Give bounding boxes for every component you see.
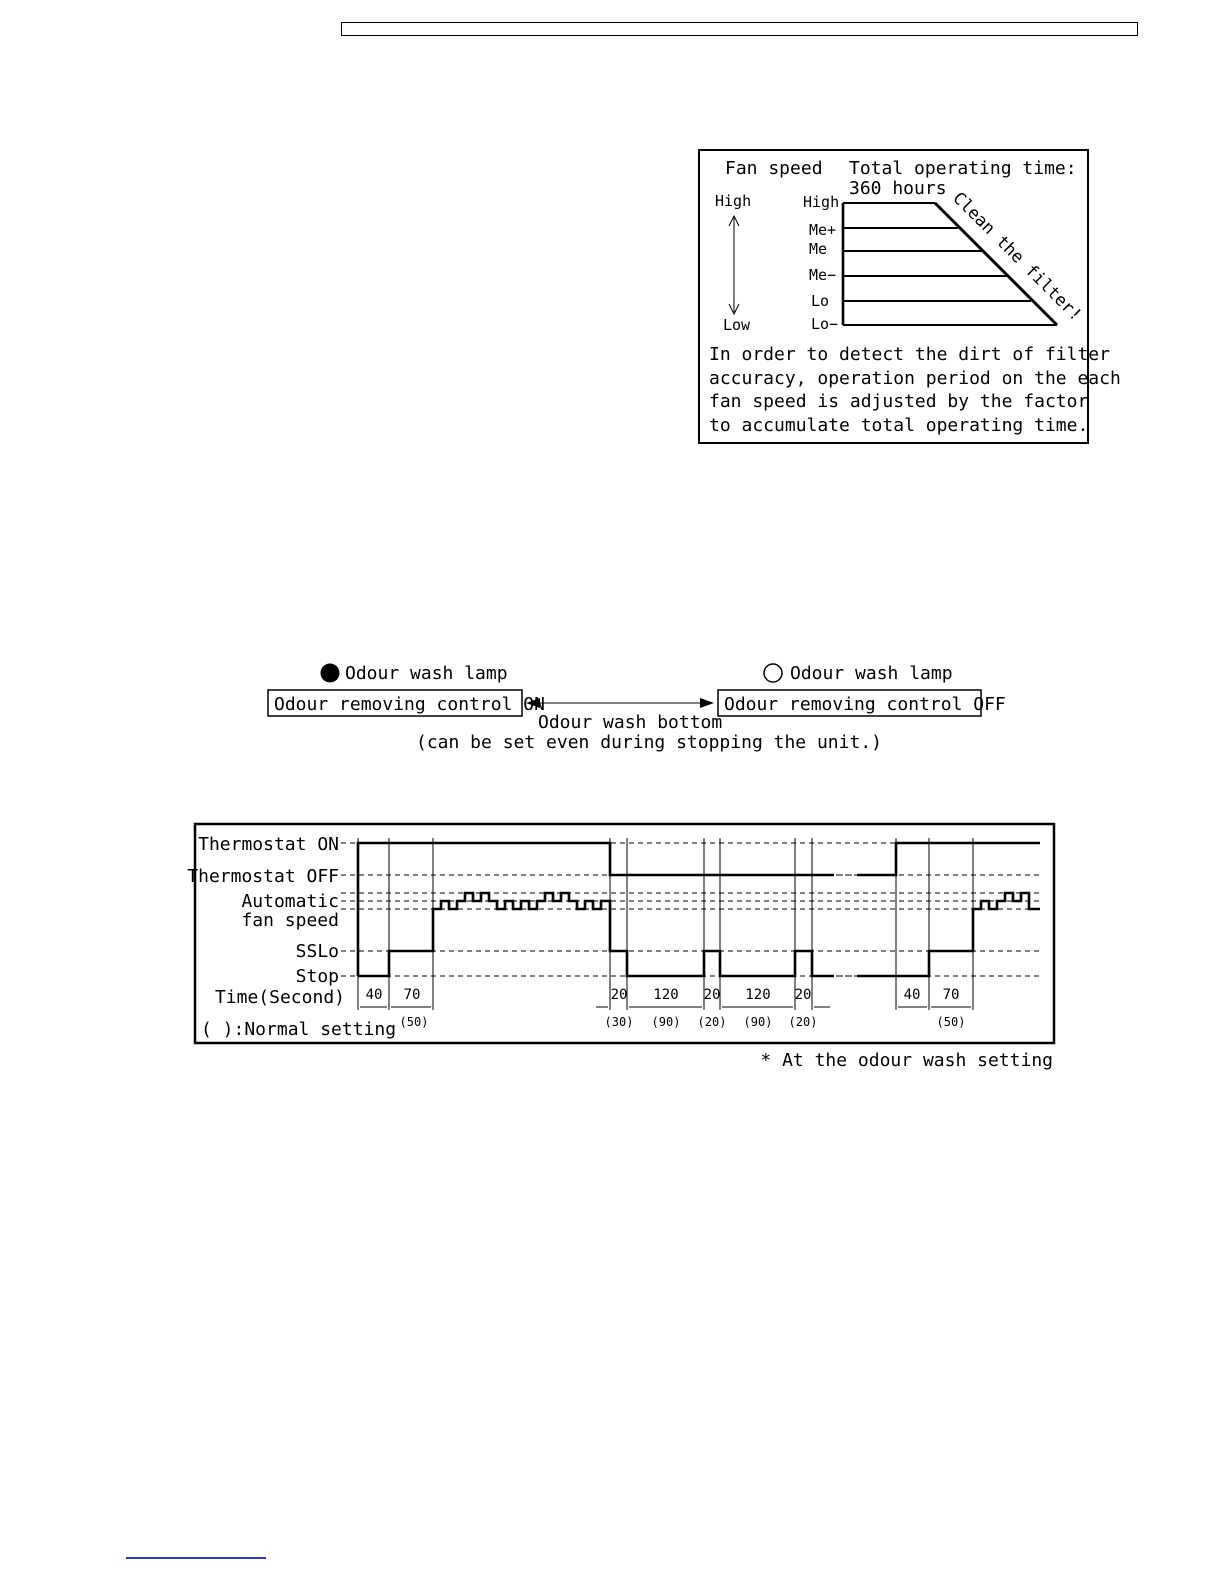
toggle-arrow-right-head — [700, 698, 714, 708]
level-label-lo: Lo — [811, 292, 829, 310]
lamp-on-icon — [320, 663, 340, 683]
thermostat-signal-a — [356, 841, 834, 976]
timing-chart-frame — [193, 822, 1056, 1045]
low-label: Low — [723, 316, 751, 334]
level-label-lo-minus: Lo− — [811, 315, 838, 333]
normal-duration-1: (50) — [400, 1015, 429, 1029]
level-label-me-minus: Me− — [809, 266, 836, 284]
filter-note-line-3: fan speed is adjusted by the factor — [709, 391, 1088, 412]
duration-8: 40 — [904, 987, 921, 1003]
normal-setting-label: ( ):Normal setting — [201, 1019, 396, 1040]
duration-1: 40 — [366, 987, 383, 1003]
timing-footnote: * At the odour wash setting — [760, 1050, 1053, 1071]
filter-diagram: Fan speed Total operating time: 360 hour… — [698, 149, 1121, 444]
control-on-label: Odour removing control ON — [274, 694, 545, 715]
normal-duration-3: (90) — [652, 1015, 681, 1029]
high-label: High — [715, 192, 751, 210]
duration-4: 120 — [653, 987, 678, 1003]
arrow-up-head — [728, 214, 740, 227]
row-label-thermostat-on: Thermostat ON — [198, 834, 339, 855]
fan-speed-label: Fan speed — [725, 158, 823, 179]
normal-duration-2: (30) — [605, 1015, 634, 1029]
normal-duration-6: (20) — [789, 1015, 818, 1029]
lamp-off-label: Odour wash lamp — [790, 663, 953, 684]
duration-2: 70 — [404, 987, 421, 1003]
total-time-label: Total operating time: — [849, 158, 1077, 179]
filter-note-line-4: to accumulate total operating time. — [709, 415, 1088, 436]
arrow-down-head — [728, 303, 740, 316]
fan-signal-b — [857, 891, 1040, 978]
filter-diagram-frame — [698, 149, 1089, 444]
button-label: Odour wash bottom — [538, 712, 722, 733]
level-label-me: Me — [809, 240, 827, 258]
clean-filter-label: Clean the filter! — [948, 188, 1085, 325]
fan-signal-a — [358, 891, 834, 978]
event-markers — [357, 838, 974, 1010]
row-label-sslo: SSLo — [296, 941, 339, 962]
row-label-auto-fan-2: fan speed — [241, 910, 339, 931]
normal-duration-7: (50) — [937, 1015, 966, 1029]
button-note: (can be set even during stopping the uni… — [416, 732, 882, 753]
row-label-thermostat-off: Thermostat OFF — [187, 866, 339, 887]
filter-note-line-1: In order to detect the dirt of filter — [709, 344, 1110, 365]
clean-limit-diagonal — [933, 201, 1059, 327]
page-header-bar — [341, 22, 1138, 36]
normal-duration-5: (90) — [744, 1015, 773, 1029]
timing-chart: Thermostat ON Thermostat OFF Automatic f… — [187, 822, 1056, 1045]
control-off-label: Odour removing control OFF — [724, 694, 1006, 715]
level-label-me-plus: Me+ — [809, 221, 836, 239]
row-label-auto-fan-1: Automatic — [241, 891, 339, 912]
row-label-stop: Stop — [296, 966, 339, 987]
control-on-box — [267, 689, 523, 717]
duration-3: 20 — [611, 987, 628, 1003]
level-label-high: High — [803, 193, 839, 211]
duration-9: 70 — [943, 987, 960, 1003]
lamp-off-icon — [763, 663, 783, 683]
duration-7: 20 — [795, 987, 812, 1003]
thermostat-signal-b — [857, 841, 1040, 877]
odour-control-diagram: Odour wash lamp Odour wash lamp Odour re… — [267, 663, 1006, 753]
lamp-on-label: Odour wash lamp — [345, 663, 508, 684]
duration-5: 20 — [704, 987, 721, 1003]
footer-link-underline — [126, 1557, 266, 1559]
row-label-time: Time(Second) — [215, 987, 345, 1008]
total-time-value: 360 hours — [849, 178, 947, 199]
filter-note-line-2: accuracy, operation period on the each — [709, 368, 1121, 389]
duration-6: 120 — [745, 987, 770, 1003]
normal-duration-4: (20) — [698, 1015, 727, 1029]
toggle-arrow-left-head — [526, 698, 540, 708]
control-off-box — [717, 689, 982, 717]
